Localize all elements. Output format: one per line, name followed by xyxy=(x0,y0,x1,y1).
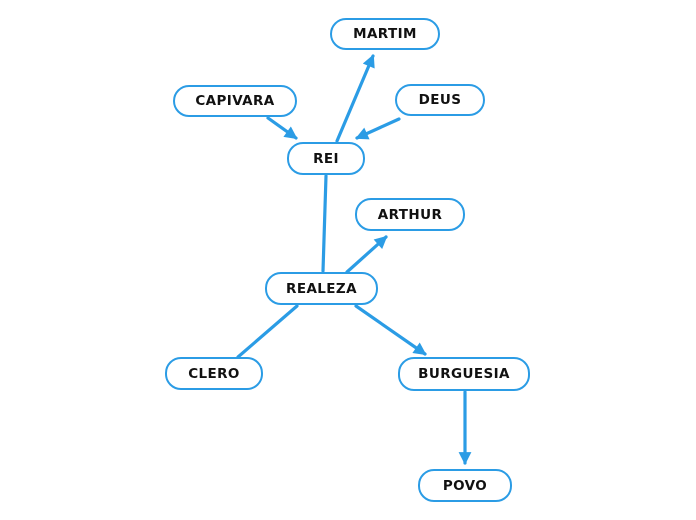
edge-rei-realeza xyxy=(321,174,328,273)
node-martim[interactable]: MARTIM xyxy=(330,18,440,50)
node-clero-label: CLERO xyxy=(188,365,240,382)
node-burguesia[interactable]: BURGUESIA xyxy=(398,357,530,391)
edge-rei-martim xyxy=(335,54,375,143)
node-povo-label: POVO xyxy=(442,477,488,494)
node-burguesia-label: BURGUESIA xyxy=(418,366,510,382)
node-realeza[interactable]: REALEZA xyxy=(265,272,378,305)
edge-realeza-burguesia xyxy=(354,304,427,356)
node-arthur[interactable]: ARTHUR xyxy=(355,198,465,231)
node-deus-label: DEUS xyxy=(418,92,462,108)
node-rei[interactable]: REI xyxy=(287,142,365,175)
edge-realeza-clero xyxy=(236,304,299,359)
node-deus[interactable]: DEUS xyxy=(395,84,485,116)
node-povo[interactable]: POVO xyxy=(418,469,512,502)
node-rei-label: REI xyxy=(313,150,339,167)
edge-realeza-arthur xyxy=(345,235,388,274)
node-capivara-label: CAPIVARA xyxy=(195,93,275,109)
node-martim-label: MARTIM xyxy=(353,26,417,42)
node-realeza-label: REALEZA xyxy=(286,280,357,297)
edge-deus-rei xyxy=(355,117,401,140)
edge-capivara-rei xyxy=(266,116,298,140)
node-arthur-label: ARTHUR xyxy=(377,206,443,223)
node-clero[interactable]: CLERO xyxy=(165,357,263,390)
node-capivara[interactable]: CAPIVARA xyxy=(173,85,297,117)
